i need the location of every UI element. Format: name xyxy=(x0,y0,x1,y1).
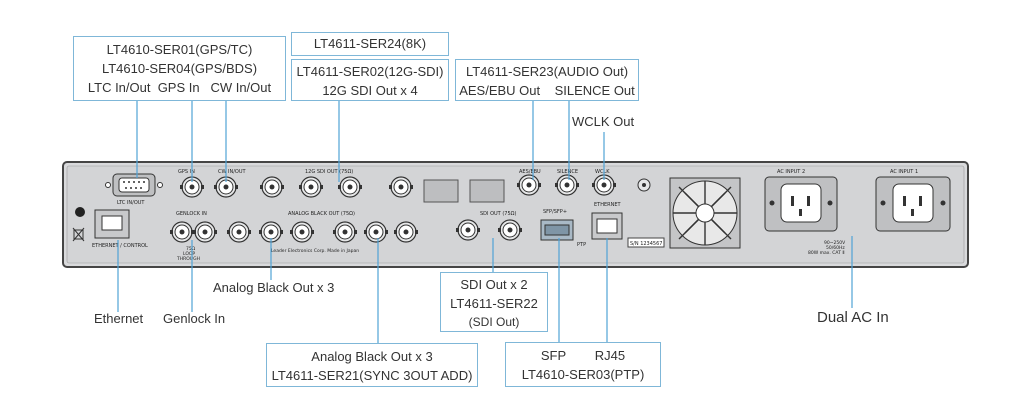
callout-line: LT4611-SER23(AUDIO Out) xyxy=(465,64,629,79)
sfp-port xyxy=(540,219,574,241)
callout-ser21: Analog Black Out x 3 LT4611-SER21(SYNC 3… xyxy=(266,343,478,387)
callout-ser01-ser04: LT4610-SER01(GPS/TC) LT4610-SER04(GPS/BD… xyxy=(73,36,286,101)
svg-text:WCLK: WCLK xyxy=(595,169,610,175)
callout-line: LT4611-SER02(12G-SDI) xyxy=(296,64,444,79)
svg-text:12G SDI OUT (75Ω): 12G SDI OUT (75Ω) xyxy=(305,169,353,175)
svg-text:AC INPUT 1: AC INPUT 1 xyxy=(890,169,918,175)
label-wclk-out: WCLK Out xyxy=(572,114,635,129)
svg-text:ETHERNET: ETHERNET xyxy=(594,202,622,208)
ac-input-2 xyxy=(764,176,838,232)
ground-icon xyxy=(75,207,85,217)
svg-text:AES/EBU: AES/EBU xyxy=(519,169,541,175)
label-ethernet: Ethernet xyxy=(94,311,144,326)
ac-input-1 xyxy=(875,176,951,232)
callout-line: (SDI Out) xyxy=(468,315,520,329)
svg-text:ANALOG BLACK OUT (75Ω): ANALOG BLACK OUT (75Ω) xyxy=(288,211,355,217)
callout-line: LT4610-SER04(GPS/BDS) xyxy=(101,61,258,76)
callout-line: LT4610-SER01(GPS/TC) xyxy=(106,42,253,57)
callout-line: LT4611-SER21(SYNC 3OUT ADD) xyxy=(271,368,473,383)
callout-line: AES/EBU Out SILENCE Out xyxy=(459,83,635,98)
ltc-connector xyxy=(105,173,163,197)
label-dual-ac-in: Dual AC In xyxy=(817,309,889,326)
callout-ser23: LT4611-SER23(AUDIO Out) AES/EBU Out SILE… xyxy=(455,59,639,101)
callout-line: 12G SDI Out x 4 xyxy=(322,83,418,98)
svg-text:GPS IN: GPS IN xyxy=(178,169,195,175)
callout-line: Analog Black Out x 3 xyxy=(311,349,433,364)
weee-icon xyxy=(72,227,85,242)
callout-line: LTC In/Out GPS In CW In/Out xyxy=(87,80,272,95)
callout-ser22: SDI Out x 2 LT4611-SER22 (SDI Out) xyxy=(440,272,548,332)
leader-lines xyxy=(117,100,853,343)
svg-text:AC INPUT 2: AC INPUT 2 xyxy=(777,169,805,175)
svg-text:Leader Electronics Corp. Ma: Leader Electronics Corp. Made in Japan xyxy=(271,248,359,254)
label-genlock-in: Genlock In xyxy=(163,311,226,326)
svg-text:CW IN/OUT: CW IN/OUT xyxy=(218,169,247,175)
svg-text:SFP/SFP+: SFP/SFP+ xyxy=(543,209,567,215)
callout-ser24: LT4611-SER24(8K) xyxy=(291,32,449,56)
fan-icon xyxy=(669,177,741,249)
blank-slot-1 xyxy=(423,179,459,203)
callout-line: LT4611-SER22 xyxy=(450,296,538,311)
ltc-label: LTC IN/OUT xyxy=(117,200,145,206)
svg-text:GENLOCK IN: GENLOCK IN xyxy=(176,211,207,217)
blank-slot-2 xyxy=(469,179,505,203)
callout-line: LT4610-SER03(PTP) xyxy=(521,367,645,382)
svg-text:PTP: PTP xyxy=(577,242,586,248)
eth-control-label: ETHERNET / CONTROL xyxy=(92,243,148,249)
label-analog-black: Analog Black Out x 3 xyxy=(213,280,335,295)
callout-ser02: LT4611-SER02(12G-SDI) 12G SDI Out x 4 xyxy=(291,59,449,101)
callout-line: SDI Out x 2 xyxy=(460,277,528,292)
rj45-ptp-port xyxy=(591,212,623,240)
serial-number: S/N 1234567 xyxy=(630,241,662,247)
svg-text:SILENCE: SILENCE xyxy=(557,169,578,175)
callout-line: SFP RJ45 xyxy=(540,348,626,363)
callout-line: LT4611-SER24(8K) xyxy=(313,36,427,51)
svg-text:SDI OUT (75Ω): SDI OUT (75Ω) xyxy=(480,211,516,217)
callout-ser03: SFP RJ45 LT4610-SER03(PTP) xyxy=(505,342,661,387)
